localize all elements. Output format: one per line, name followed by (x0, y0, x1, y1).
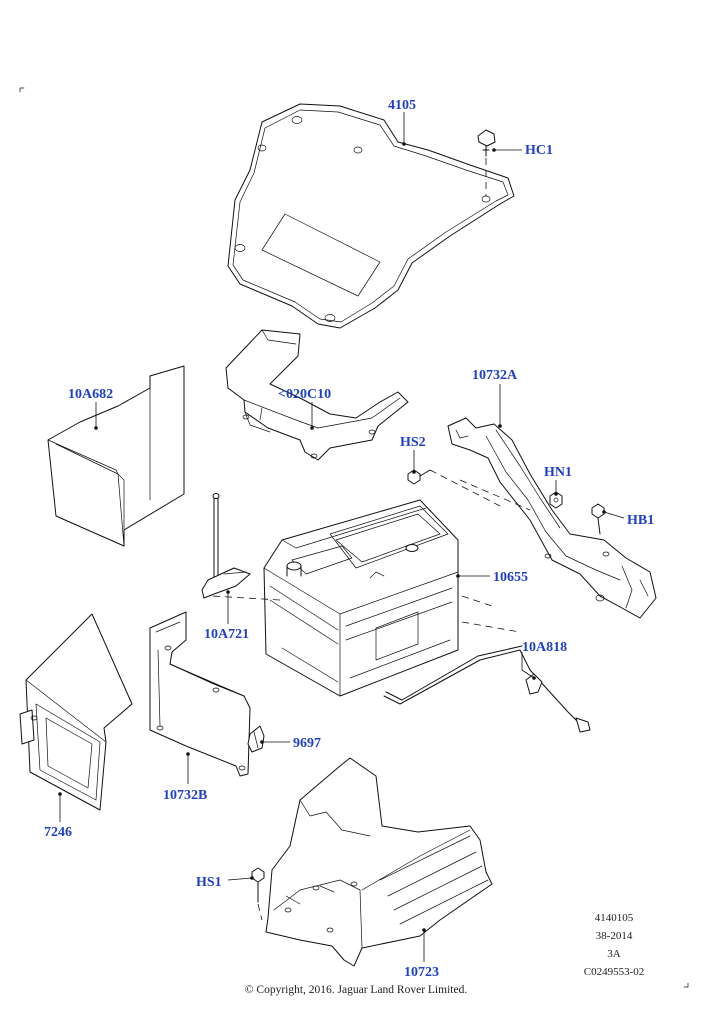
crop-marks (19, 87, 689, 988)
label-9697: 9697 (293, 736, 321, 751)
label-hs1: HS1 (196, 875, 222, 890)
tray-10723-drawing (265, 757, 493, 967)
label-7246: 7246 (44, 825, 72, 840)
label-hn1: HN1 (544, 465, 572, 480)
hc1-clip-drawing (477, 129, 496, 196)
label-4105: 4105 (388, 98, 416, 113)
hs1-screw-drawing (251, 867, 265, 921)
label-10a721: 10A721 (204, 627, 249, 642)
cap-9697-drawing (247, 725, 265, 753)
reference-line-2: 38-2014 (596, 930, 633, 942)
part-labels: 4105 HC1 10A682 <020C10 10732A HS2 HN1 H… (44, 98, 654, 980)
reference-line-1: 4140105 (595, 912, 634, 924)
label-10732b: 10732B (163, 788, 207, 803)
label-10a818: 10A818 (522, 640, 567, 655)
label-10723: 10723 (404, 965, 439, 980)
label-020c10: <020C10 (278, 387, 331, 402)
battery-10655-drawing (263, 499, 459, 697)
leader-lines (58, 112, 625, 962)
bracket-10732a-drawing (447, 417, 657, 619)
label-hs2: HS2 (400, 435, 426, 450)
label-hc1: HC1 (525, 143, 553, 158)
hb1-bolt-drawing (591, 503, 605, 535)
label-hb1: HB1 (627, 513, 654, 528)
cover-7246-drawing (19, 613, 133, 811)
battery-cover-drawing (227, 103, 515, 329)
copyright-notice: © Copyright, 2016. Jaguar Land Rover Lim… (245, 984, 468, 996)
label-10655: 10655 (493, 570, 528, 585)
label-10732a: 10732A (472, 368, 518, 383)
bracket-10732b-drawing (149, 611, 251, 777)
cable-10a818-drawing (383, 645, 591, 733)
tray-020c10-drawing (225, 329, 409, 461)
pad-10a682-drawing (47, 365, 185, 547)
alignment-lines (211, 479, 531, 633)
reference-block: 4140105 38-2014 3A C0249553-02 (584, 912, 645, 978)
hs2-screw-drawing (407, 469, 501, 507)
reference-line-3: 3A (607, 948, 621, 960)
label-10a682: 10A682 (68, 387, 113, 402)
reference-line-4: C0249553-02 (584, 966, 645, 978)
rod-10a721-drawing (201, 493, 251, 599)
